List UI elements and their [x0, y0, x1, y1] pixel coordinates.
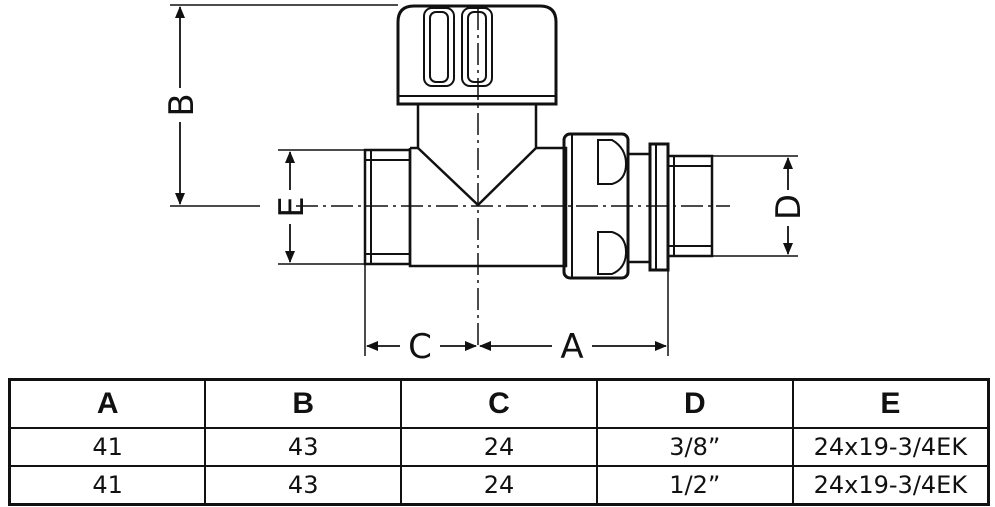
- table-cell: 43: [204, 465, 403, 506]
- dim-label-d: D: [769, 194, 809, 220]
- tail-collar: [648, 142, 670, 272]
- bonnet: [416, 104, 538, 207]
- table-cell: 41: [8, 427, 207, 467]
- center-lines: [296, 8, 730, 350]
- handwheel-cap: [396, 4, 558, 106]
- column-header-e: E: [791, 378, 990, 429]
- dimension-lines: [175, 5, 793, 351]
- column-header-c: C: [400, 378, 598, 429]
- valve-body-outline: [363, 4, 714, 280]
- table-cell: 24x19-3/4EK: [791, 465, 990, 506]
- dim-label-a: A: [560, 327, 583, 365]
- inlet-thread: [363, 148, 412, 266]
- column-header-b: B: [204, 378, 403, 429]
- extension-lines: [170, 4, 798, 356]
- valve-body: [408, 146, 568, 268]
- valve-drawing: B E D C A: [162, 4, 809, 365]
- table-row: 41 43 24 3/8” 24x19-3/4EK: [8, 427, 990, 467]
- dim-label-c: C: [408, 327, 432, 365]
- cap-grip-right: [461, 7, 493, 87]
- dim-label-e: E: [272, 196, 312, 217]
- column-header-d: D: [595, 378, 794, 429]
- column-header-a: A: [8, 378, 207, 429]
- cap-grip-left: [423, 7, 455, 87]
- table-cell: 3/8”: [595, 427, 794, 467]
- table-row: 41 43 24 1/2” 24x19-3/4EK: [8, 465, 990, 506]
- table-cell: 41: [8, 465, 207, 506]
- table-cell: 43: [204, 427, 403, 467]
- table-cell: 1/2”: [595, 465, 794, 506]
- table-cell: 24x19-3/4EK: [791, 427, 990, 467]
- dimension-table: A B C D E 41 43 24 3/8” 24x19-3/4EK 41 4…: [8, 378, 990, 506]
- table-header-row: A B C D E: [8, 378, 990, 429]
- dim-label-b: B: [162, 93, 202, 116]
- table-cell: 24: [400, 427, 598, 467]
- table-cell: 24: [400, 465, 598, 506]
